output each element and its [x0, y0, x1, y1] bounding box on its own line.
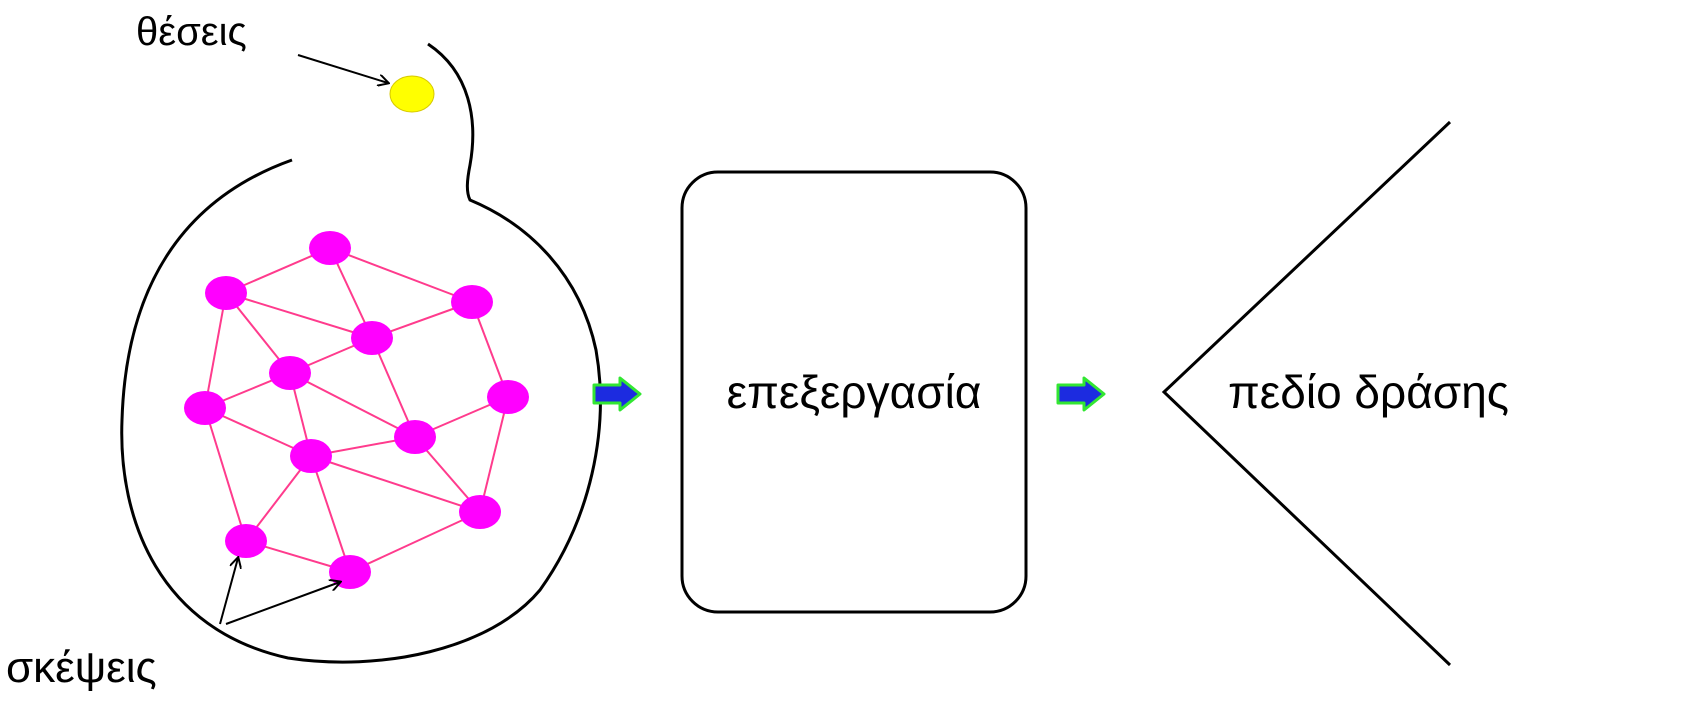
- processing-label: επεξεργασία: [727, 366, 982, 418]
- field-of-action-chevron: [1161, 120, 1452, 667]
- thought-node: [184, 391, 226, 425]
- network-edge: [349, 511, 481, 573]
- processing-box: [680, 170, 1028, 614]
- thought-node: [225, 524, 267, 558]
- thought-node: [290, 439, 332, 473]
- thoughts-pointer-2: [225, 582, 340, 625]
- position-dot: [389, 75, 435, 113]
- thought-node: [351, 321, 393, 355]
- network-edge: [371, 337, 416, 438]
- network-edge: [310, 455, 351, 573]
- network-edge: [310, 455, 481, 513]
- thought-node: [269, 356, 311, 390]
- thought-node: [205, 276, 247, 310]
- flow-arrow-1: [592, 376, 642, 412]
- thought-node: [394, 420, 436, 454]
- flow-arrow-2: [1056, 376, 1106, 412]
- thoughts-label: σκέψεις: [6, 643, 157, 692]
- thought-node: [309, 231, 351, 265]
- network-edge: [225, 292, 373, 339]
- head-outline: [120, 42, 602, 664]
- positions-pointer: [297, 54, 388, 83]
- thoughts-pointer-1: [219, 558, 238, 625]
- network-nodes: [184, 231, 529, 589]
- thought-node: [459, 495, 501, 529]
- thought-node: [487, 380, 529, 414]
- thought-node: [451, 285, 493, 319]
- network-edge: [479, 396, 509, 513]
- network-edge: [329, 247, 473, 303]
- field-of-action-label: πεδίο δράσης: [1228, 366, 1509, 418]
- positions-label: θέσεις: [136, 10, 247, 54]
- network-edge: [204, 407, 247, 542]
- network-edge: [204, 292, 227, 409]
- network-edge: [289, 372, 416, 438]
